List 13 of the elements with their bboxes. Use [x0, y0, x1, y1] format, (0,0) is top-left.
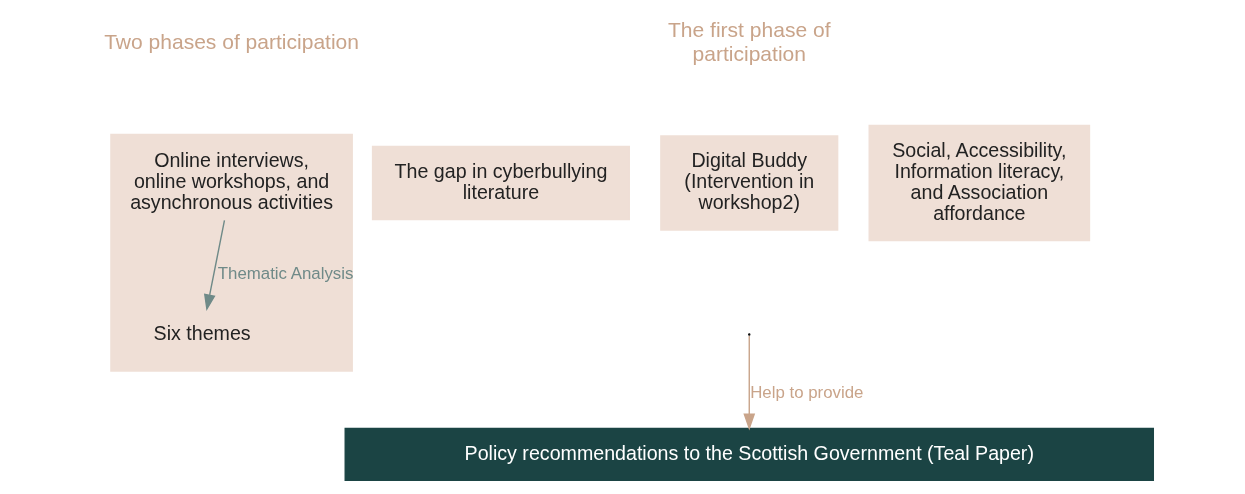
- node-text: Six themes: [153, 321, 251, 344]
- node-label: The first phase of participation: [667, 17, 831, 65]
- node-box: Policy recommendations to the Scottish Government (Teal Paper): [344, 427, 1154, 481]
- cluster: [109, 133, 353, 372]
- edge-label: Help to provide: [749, 382, 863, 402]
- node-box: Digital Buddy (Intervention in workshop2): [659, 134, 838, 231]
- arrow: [742, 334, 755, 430]
- node-box: The gap in cyberbullying literature: [371, 145, 630, 220]
- node-box: Social, Accessibility, Information literacy, and Association affordance: [868, 124, 1090, 241]
- arrow: [203, 219, 225, 311]
- edge-label: Thematic Analysis: [217, 263, 353, 283]
- node-label: Two phases of participation: [103, 29, 359, 53]
- node-text: Online interviews, online workshops, and asynchronous activities: [129, 148, 333, 213]
